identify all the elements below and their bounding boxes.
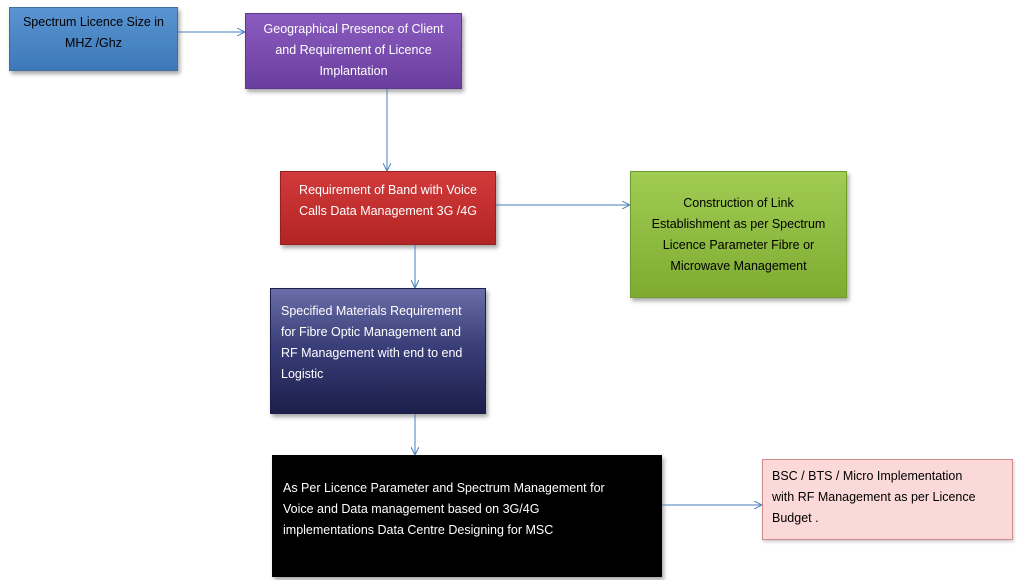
- node-bsc-bts-implementation: BSC / BTS / Micro Implementation with RF…: [762, 459, 1013, 540]
- node-text-line: MHZ /Ghz: [65, 36, 122, 50]
- node-licence-parameter: As Per Licence Parameter and Spectrum Ma…: [272, 455, 662, 577]
- node-text-line: implementations Data Centre Designing fo…: [283, 523, 554, 537]
- node-text-line: Implantation: [319, 64, 388, 78]
- node-text-line: Microwave Management: [670, 258, 807, 273]
- node-text-line: with RF Management as per Licence: [772, 490, 976, 504]
- node-text-line: Establishment as per Spectrum: [651, 216, 826, 231]
- node-text-line: Specified Materials Requirement: [281, 304, 462, 318]
- node-text-line: Logistic: [281, 367, 324, 381]
- node-materials-requirement: Specified Materials Requirement for Fibr…: [270, 288, 486, 414]
- node-text-line: Spectrum Licence Size in: [22, 15, 165, 29]
- node-text-line: BSC / BTS / Micro Implementation: [772, 469, 963, 483]
- node-text-line: Licence Parameter Fibre or: [662, 237, 815, 252]
- node-text-line: Voice and Data management based on 3G/4G: [283, 502, 540, 516]
- node-text-line: As Per Licence Parameter and Spectrum Ma…: [283, 481, 605, 495]
- node-geographical-presence: Geographical Presence of Client and Requ…: [245, 13, 462, 89]
- node-text-line: RF Management with end to end: [281, 346, 463, 360]
- node-text-line: Budget .: [772, 511, 819, 525]
- node-link-construction: Construction of Link Establishment as pe…: [630, 171, 847, 298]
- node-text-line: Requirement of Band with Voice: [299, 183, 477, 197]
- node-text-line: and Requirement of Licence: [275, 43, 432, 57]
- node-band-requirement: Requirement of Band with Voice Calls Dat…: [280, 171, 496, 245]
- node-text-line: Geographical Presence of Client: [263, 22, 444, 36]
- node-text-line: Construction of Link: [683, 195, 794, 210]
- node-spectrum-licence-size: Spectrum Licence Size in MHZ /Ghz: [9, 7, 178, 71]
- node-text-line: for Fibre Optic Management and: [281, 325, 461, 339]
- node-text-line: Calls Data Management 3G /4G: [299, 204, 477, 218]
